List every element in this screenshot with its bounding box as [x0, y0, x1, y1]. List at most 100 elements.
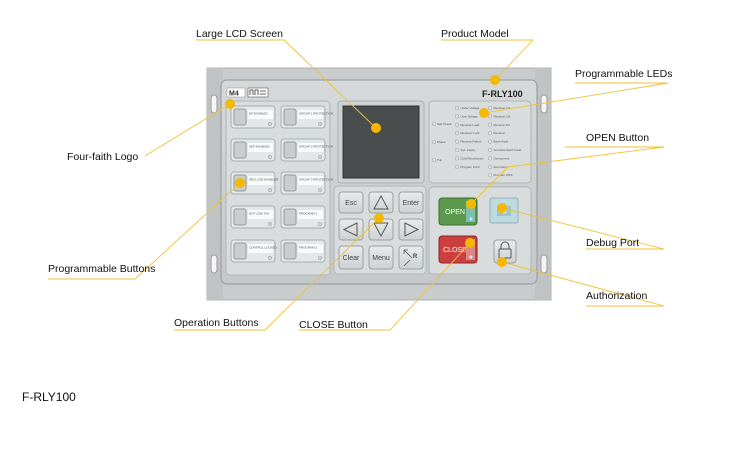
led-indicator	[455, 147, 460, 152]
led-indicator	[432, 157, 437, 162]
left-slot-top	[210, 94, 218, 114]
svg-text:Clear: Clear	[343, 255, 360, 262]
logo-text: M4	[229, 91, 239, 98]
programmable-button-label: RECLOSE ENABLED	[249, 178, 279, 182]
led-indicator	[432, 121, 437, 126]
led-indicator	[488, 105, 493, 110]
callout-product-model: Product Model	[441, 28, 509, 40]
led-label: Under Voltage	[461, 106, 480, 110]
led-label: Recloser 1/3	[494, 106, 511, 110]
programmable-button[interactable]: PROGRAM 2	[280, 239, 326, 263]
callout-open-button: OPEN Button	[586, 132, 649, 144]
right-flange	[535, 68, 551, 300]
led-indicator	[488, 114, 493, 119]
esc-button[interactable]: Esc	[338, 191, 364, 214]
programmable-button[interactable]: EF ENABLED	[230, 105, 276, 129]
led-label: Reverse 3/3	[494, 123, 511, 127]
programmable-button[interactable]: GROUP 2 PROTECTION	[280, 138, 333, 162]
clear-button[interactable]: Clear	[338, 245, 364, 270]
led-label: Program 4/5/6	[494, 173, 513, 177]
product-model-text: F-RLY100	[482, 89, 523, 99]
led-indicator	[455, 131, 460, 136]
product-model-badge: F-RLY100	[482, 89, 523, 99]
programmable-button-label: EF ENABLED	[249, 112, 269, 116]
programmable-button-label: SEF ENABLED	[249, 145, 271, 149]
left-slot-bottom	[210, 254, 218, 274]
programmable-button-label: GROUP 1 PROTECTION	[299, 112, 333, 116]
led-label: Sensitive Earth Fault	[494, 148, 522, 152]
programmable-button[interactable]: SEF ENABLED	[230, 138, 276, 162]
programmable-button-label: GROUP 3 PROTECTION	[299, 178, 333, 182]
left-flange	[207, 68, 223, 300]
led-indicator	[455, 122, 460, 127]
callout-four-faith-logo: Four-faith Logo	[67, 151, 138, 163]
page-caption: F-RLY100	[22, 390, 76, 404]
callout-authorization: Authorization	[586, 290, 647, 302]
programmable-button[interactable]: GROUP 3 PROTECTION	[280, 171, 333, 195]
programmable-button[interactable]: HOT LINE TAG	[230, 205, 276, 229]
led-indicator	[455, 139, 460, 144]
led-indicator	[455, 156, 460, 161]
svg-text:Esc: Esc	[345, 200, 357, 207]
programmable-button-label: CONTROL LOCKED	[249, 246, 278, 250]
callout-dots	[225, 75, 507, 267]
led-indicator	[455, 114, 460, 119]
callout-operation-buttons: Operation Buttons	[174, 317, 259, 329]
led-group-label: Trip	[437, 158, 442, 162]
callout-debug-port: Debug Port	[586, 237, 639, 249]
led-label: Over Voltage	[461, 114, 479, 118]
programmable-button-label: PROGRAM 1	[299, 212, 317, 216]
led-panel	[428, 100, 532, 184]
led-label: Recloser 2/3	[494, 114, 511, 118]
up-arrow-button[interactable]	[368, 191, 394, 214]
led-label: Zero Ident	[494, 165, 508, 169]
svg-text:Enter: Enter	[403, 200, 420, 207]
reset-slash-icon	[403, 259, 411, 267]
programmable-button[interactable]: PROGRAM 1	[280, 205, 326, 229]
svg-text:OPEN: OPEN	[445, 209, 465, 216]
menu-button[interactable]: Menu	[368, 245, 394, 270]
reset-arrow-icon	[403, 249, 413, 259]
callout-lines	[48, 39, 669, 331]
left-arrow-button[interactable]	[338, 218, 364, 241]
led-label: Recloser Lock	[461, 131, 481, 135]
led-group-label: Phase	[437, 140, 446, 144]
led-label: Recloser	[494, 131, 506, 135]
lock-icon	[500, 241, 510, 249]
led-indicator	[488, 139, 493, 144]
led-label: Earth Fault	[494, 140, 509, 144]
enter-button[interactable]: Enter	[398, 191, 424, 214]
led-label: Cold Recollection	[461, 156, 485, 160]
led-indicator	[455, 164, 460, 169]
callout-close-button: CLOSE Button	[299, 319, 368, 331]
reset-button[interactable]: R	[398, 245, 424, 270]
led-indicator	[488, 173, 493, 178]
led-label: Sys. Faulty	[461, 148, 476, 152]
svg-text:R: R	[413, 254, 418, 260]
led-indicator	[488, 156, 493, 161]
led-indicator	[488, 164, 493, 169]
programmable-buttons-grid: EF ENABLED GROUP 1 PROTECTION SEF ENABLED G…	[230, 105, 333, 263]
svg-text:Menu: Menu	[372, 255, 390, 262]
led-label: Program 1/2/3	[461, 165, 480, 169]
led-indicator	[488, 131, 493, 136]
programmable-button[interactable]: CONTROL LOCKED	[230, 239, 278, 263]
led-indicator	[488, 147, 493, 152]
right-arrow-button[interactable]	[398, 218, 424, 241]
led-indicator	[432, 139, 437, 144]
led-indicator	[488, 122, 493, 127]
up-arrow-icon	[373, 194, 389, 210]
led-label: Reverse Load	[461, 123, 480, 127]
left-arrow-icon	[342, 222, 358, 237]
led-label: Reverse Failure	[461, 140, 483, 144]
callout-programmable-leds: Programmable LEDs	[575, 68, 672, 80]
down-arrow-icon	[373, 222, 389, 238]
programmable-button-label: HOT LINE TAG	[249, 212, 270, 216]
authorization-key[interactable]	[493, 239, 517, 264]
programmable-button-label: PROGRAM 2	[299, 246, 317, 250]
right-slot-bottom	[540, 254, 548, 274]
programmable-button[interactable]: GROUP 1 PROTECTION	[280, 105, 333, 129]
callout-programmable-buttons: Programmable Buttons	[48, 263, 155, 275]
right-arrow-icon	[404, 222, 420, 237]
